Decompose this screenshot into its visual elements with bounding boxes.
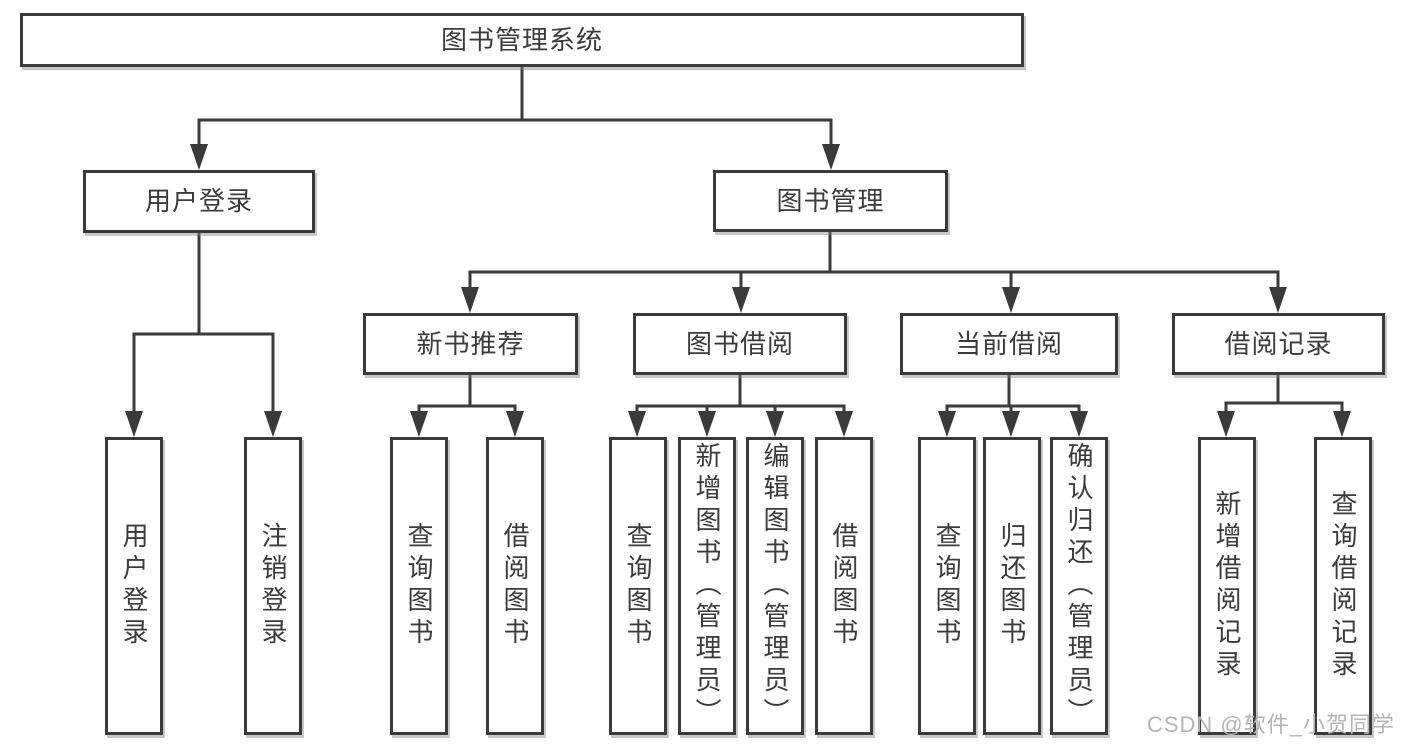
csdn-watermark: CSDN @软件_小贺同学 [1146,712,1395,737]
node-new-book-recommendation: 新书推荐 [363,313,578,375]
node-borrow-books-borrowing: 借阅图书 [815,437,873,735]
node-book-management: 图书管理 [713,170,948,232]
node-label: 新书推荐 [416,328,525,359]
node-edit-books-admin: 编辑图书（管理员） [746,437,804,735]
node-add-borrowing-record: 新增借阅记录 [1198,437,1256,735]
node-borrow-books-newbooks: 借阅图书 [486,437,544,735]
node-label: 图书借阅 [685,328,794,359]
node-user-login: 用户登录 [83,170,315,233]
node-book-borrowing: 图书借阅 [633,313,847,375]
node-label: 图书管理系统 [440,24,603,55]
node-label: 新增图书（管理员） [692,442,722,730]
node-label: 图书管理 [776,185,885,216]
node-label: 注销登录 [258,522,288,650]
node-add-books-admin: 新增图书（管理员） [678,437,736,735]
node-query-borrowing-record: 查询借阅记录 [1314,437,1372,735]
node-user-login-action: 用户登录 [105,437,163,735]
node-label: 查询借阅记录 [1328,490,1358,682]
node-label: 借阅记录 [1224,328,1333,359]
node-label: 查询图书 [623,522,653,650]
node-confirm-return-admin: 确认归还（管理员） [1050,437,1108,735]
node-return-books: 归还图书 [983,437,1041,735]
node-label: 用户登录 [144,186,253,217]
node-label: 借阅图书 [829,522,859,650]
node-label: 查询图书 [932,522,962,650]
node-label: 当前借阅 [954,328,1063,359]
node-query-books-current: 查询图书 [918,437,976,735]
node-label: 编辑图书（管理员） [760,442,790,730]
node-library-management-system: 图书管理系统 [20,13,1024,67]
arrowheads [125,144,1351,437]
node-label: 确认归还（管理员） [1064,442,1094,730]
node-label: 新增借阅记录 [1212,490,1242,682]
node-query-books-borrowing: 查询图书 [609,437,667,735]
node-label: 用户登录 [119,522,149,650]
node-current-borrowing: 当前借阅 [900,313,1118,375]
node-label: 归还图书 [997,522,1027,650]
node-query-books-newbooks: 查询图书 [390,437,448,735]
node-borrowing-records: 借阅记录 [1172,313,1385,375]
node-logout: 注销登录 [244,437,302,735]
node-label: 查询图书 [404,522,434,650]
node-label: 借阅图书 [500,522,530,650]
